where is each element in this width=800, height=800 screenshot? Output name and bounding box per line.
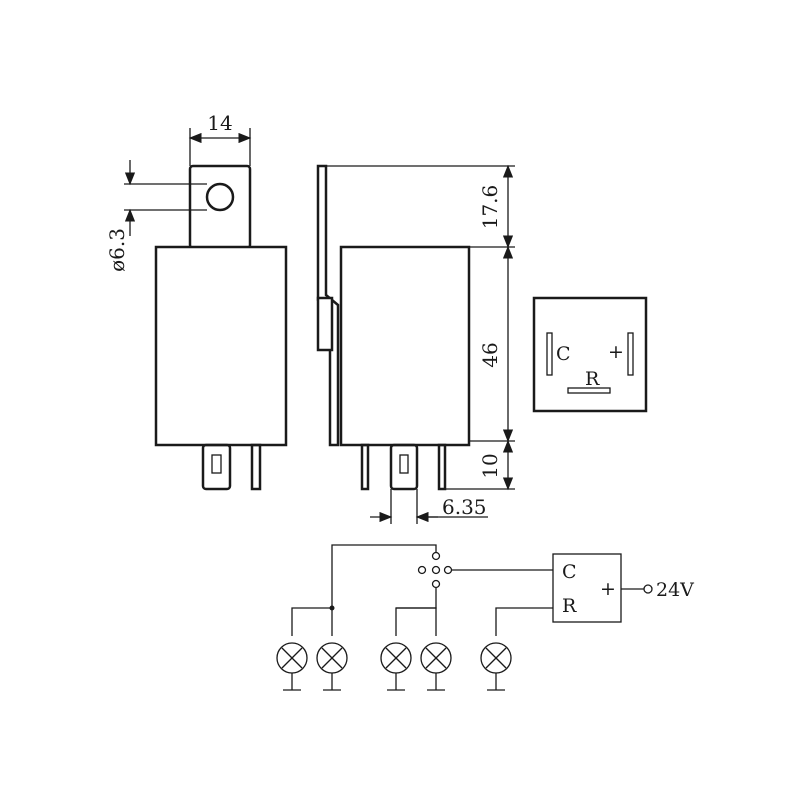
pin-r-blade xyxy=(567,387,611,394)
junction-left xyxy=(329,605,335,611)
mounting-tab xyxy=(188,164,252,250)
front-flat-terminal xyxy=(201,443,232,491)
front-view: 14 ø6.3 xyxy=(105,111,288,491)
side-blade-terminal-right xyxy=(437,443,447,491)
lamp-3 xyxy=(380,642,412,691)
pin-r-label: R xyxy=(585,368,600,390)
relay-plus-label: + xyxy=(600,578,616,600)
dim-tab-width: 14 xyxy=(207,111,232,135)
side-terminal-slot xyxy=(399,454,409,474)
switch-contact-center xyxy=(431,565,441,575)
side-bracket-clip xyxy=(316,296,334,352)
lamp-1 xyxy=(276,642,308,691)
dim-hole-diameter: ø6.3 xyxy=(105,228,129,272)
front-blade-terminal xyxy=(250,443,262,491)
supply-voltage-label: 24V xyxy=(656,579,694,601)
wiring-circuit: C R + 24V xyxy=(276,544,694,691)
relay-r-label: R xyxy=(562,595,577,617)
side-body xyxy=(339,245,471,447)
switch-contact-right xyxy=(443,565,453,575)
wire-lamps-left xyxy=(291,607,333,636)
wire-top xyxy=(331,544,437,608)
pin-plus-blade xyxy=(627,332,634,376)
lamp-4 xyxy=(420,642,452,691)
front-body xyxy=(154,245,288,447)
wire-switch-to-lamps xyxy=(396,588,437,609)
wire-lamps-right xyxy=(395,607,437,636)
dim-pin-height: 10 xyxy=(478,453,502,478)
switch-contact-bottom xyxy=(431,579,441,589)
mounting-hole xyxy=(205,182,235,212)
lamp-2 xyxy=(316,642,348,691)
dim-top-height: 17.6 xyxy=(478,185,502,230)
switch-contact-top xyxy=(431,551,441,561)
pin-plus-label: + xyxy=(608,341,624,363)
side-flat-terminal xyxy=(389,443,419,491)
dim-body-height: 46 xyxy=(478,342,502,367)
pin-c-label: C xyxy=(556,343,571,365)
lamp-indicator xyxy=(480,642,512,691)
relay-block xyxy=(552,553,622,623)
front-terminal-slot xyxy=(211,454,222,474)
relay-c-label: C xyxy=(562,561,577,583)
switch-contact-left xyxy=(417,565,427,575)
supply-terminal xyxy=(643,584,653,594)
pinout-diagram: C + R xyxy=(532,296,648,413)
pinout-frame xyxy=(532,296,648,413)
side-blade-terminal-left xyxy=(360,443,370,491)
side-view: 17.6 46 10 6.35 xyxy=(316,164,515,524)
pin-c-blade xyxy=(546,332,553,376)
dim-pin-width: 6.35 xyxy=(442,495,487,519)
wire-indicator-lamp xyxy=(495,607,553,636)
